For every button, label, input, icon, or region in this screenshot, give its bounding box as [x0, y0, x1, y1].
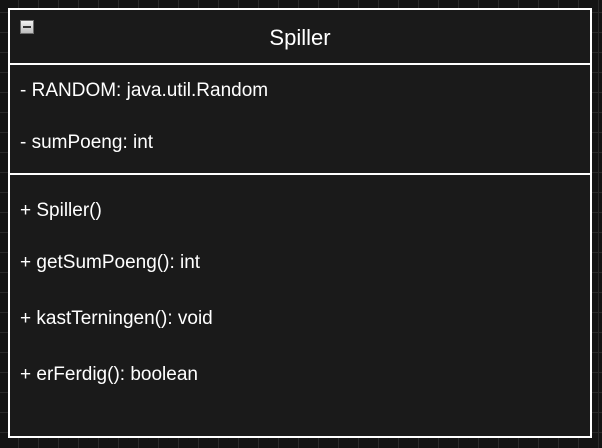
- collapse-icon[interactable]: [20, 20, 34, 34]
- attribute-sumpoeng[interactable]: - sumPoeng: int: [20, 132, 154, 153]
- operation-spiller-constructor[interactable]: + Spiller(): [20, 200, 102, 221]
- attribute-random[interactable]: - RANDOM: java.util.Random: [20, 80, 269, 101]
- uml-class-box[interactable]: Spiller - RANDOM: java.util.Random - sum…: [8, 8, 592, 438]
- operations-section: + Spiller() + getSumPoeng(): int + kastT…: [10, 175, 590, 436]
- operation-kastterningen[interactable]: + kastTerningen(): void: [20, 308, 213, 329]
- operation-erferdig[interactable]: + erFerdig(): boolean: [20, 364, 198, 385]
- operation-getsumpoeng[interactable]: + getSumPoeng(): int: [20, 252, 201, 273]
- class-name[interactable]: Spiller: [269, 25, 331, 50]
- class-header: Spiller: [10, 10, 590, 65]
- attributes-section: - RANDOM: java.util.Random - sumPoeng: i…: [10, 65, 590, 175]
